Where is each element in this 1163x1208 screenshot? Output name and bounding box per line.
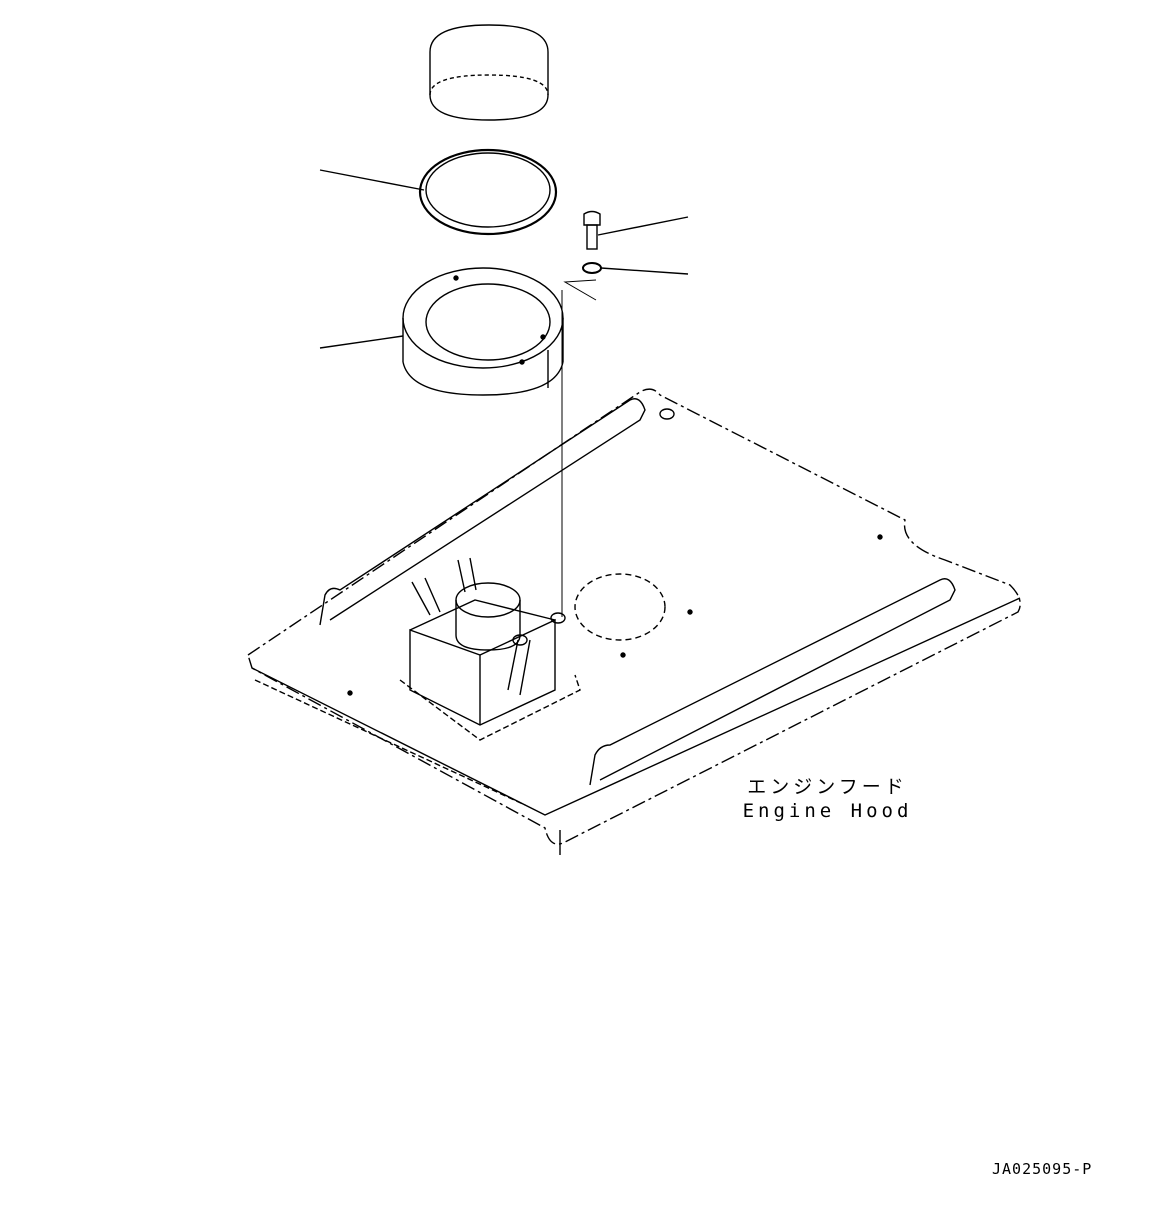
leader-line-bolt bbox=[597, 216, 689, 236]
engine-hood-part bbox=[247, 388, 1021, 855]
precleaner-box-part bbox=[399, 557, 581, 741]
bolt-part bbox=[583, 210, 601, 250]
leader-line-washer bbox=[600, 267, 689, 275]
gasket-ring-part bbox=[418, 148, 558, 236]
washer-part bbox=[582, 262, 602, 274]
engine-hood-label-en: Engine Hood bbox=[742, 800, 913, 822]
leader-line-gasket bbox=[319, 169, 425, 191]
spacer-ring-part bbox=[402, 267, 564, 396]
assembly-line bbox=[563, 279, 597, 301]
drawing-code: JA025095-P bbox=[992, 1160, 1093, 1178]
engine-hood-label-jp: エンジンフード bbox=[747, 776, 908, 798]
cap-part bbox=[429, 24, 549, 121]
leader-line-spacer bbox=[319, 335, 404, 349]
